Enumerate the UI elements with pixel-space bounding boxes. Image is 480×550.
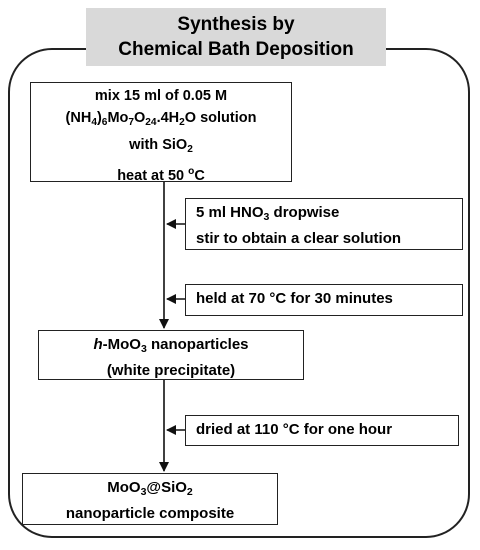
title-line-2: Chemical Bath Deposition bbox=[118, 39, 354, 60]
step1-line-1: mix 15 ml of 0.05 M bbox=[94, 88, 228, 104]
hold-step: held at 70 °C for 30 minutes bbox=[185, 284, 463, 316]
side2-text: held at 70 °C for 30 minutes bbox=[196, 290, 393, 307]
step-mix-box: mix 15 ml of 0.05 M (NH4)6Mo7O24.4H2O so… bbox=[30, 82, 292, 184]
title-line-1: Synthesis by bbox=[177, 14, 295, 35]
step2-line-2: (white precipitate) bbox=[106, 362, 236, 379]
side1-line-2: stir to obtain a clear solution bbox=[196, 230, 402, 247]
step1-formula: (NH4)6Mo7O24.4H2O solution bbox=[65, 110, 257, 128]
step3-line-2: nanoparticle composite bbox=[65, 505, 235, 522]
step-composite-box: MoO3@SiO2 nanoparticle composite bbox=[22, 473, 278, 525]
dry-step: dried at 110 °C for one hour bbox=[185, 415, 459, 446]
step1-line-4: heat at 50 oC bbox=[117, 166, 205, 184]
diagram-title: Synthesis by Chemical Bath Deposition bbox=[86, 8, 386, 66]
step2-line-1: h-MoO3 nanoparticles bbox=[93, 336, 249, 355]
step-nanoparticles-box: h-MoO3 nanoparticles (white precipitate) bbox=[38, 330, 304, 380]
side3-text: dried at 110 °C for one hour bbox=[196, 421, 393, 438]
side1-line-1: 5 ml HNO3 dropwise bbox=[196, 204, 340, 223]
step1-line-3: with SiO2 bbox=[129, 137, 193, 155]
step3-line-1: MoO3@SiO2 bbox=[107, 479, 193, 498]
add-acid-step: 5 ml HNO3 dropwise stir to obtain a clea… bbox=[185, 198, 463, 250]
